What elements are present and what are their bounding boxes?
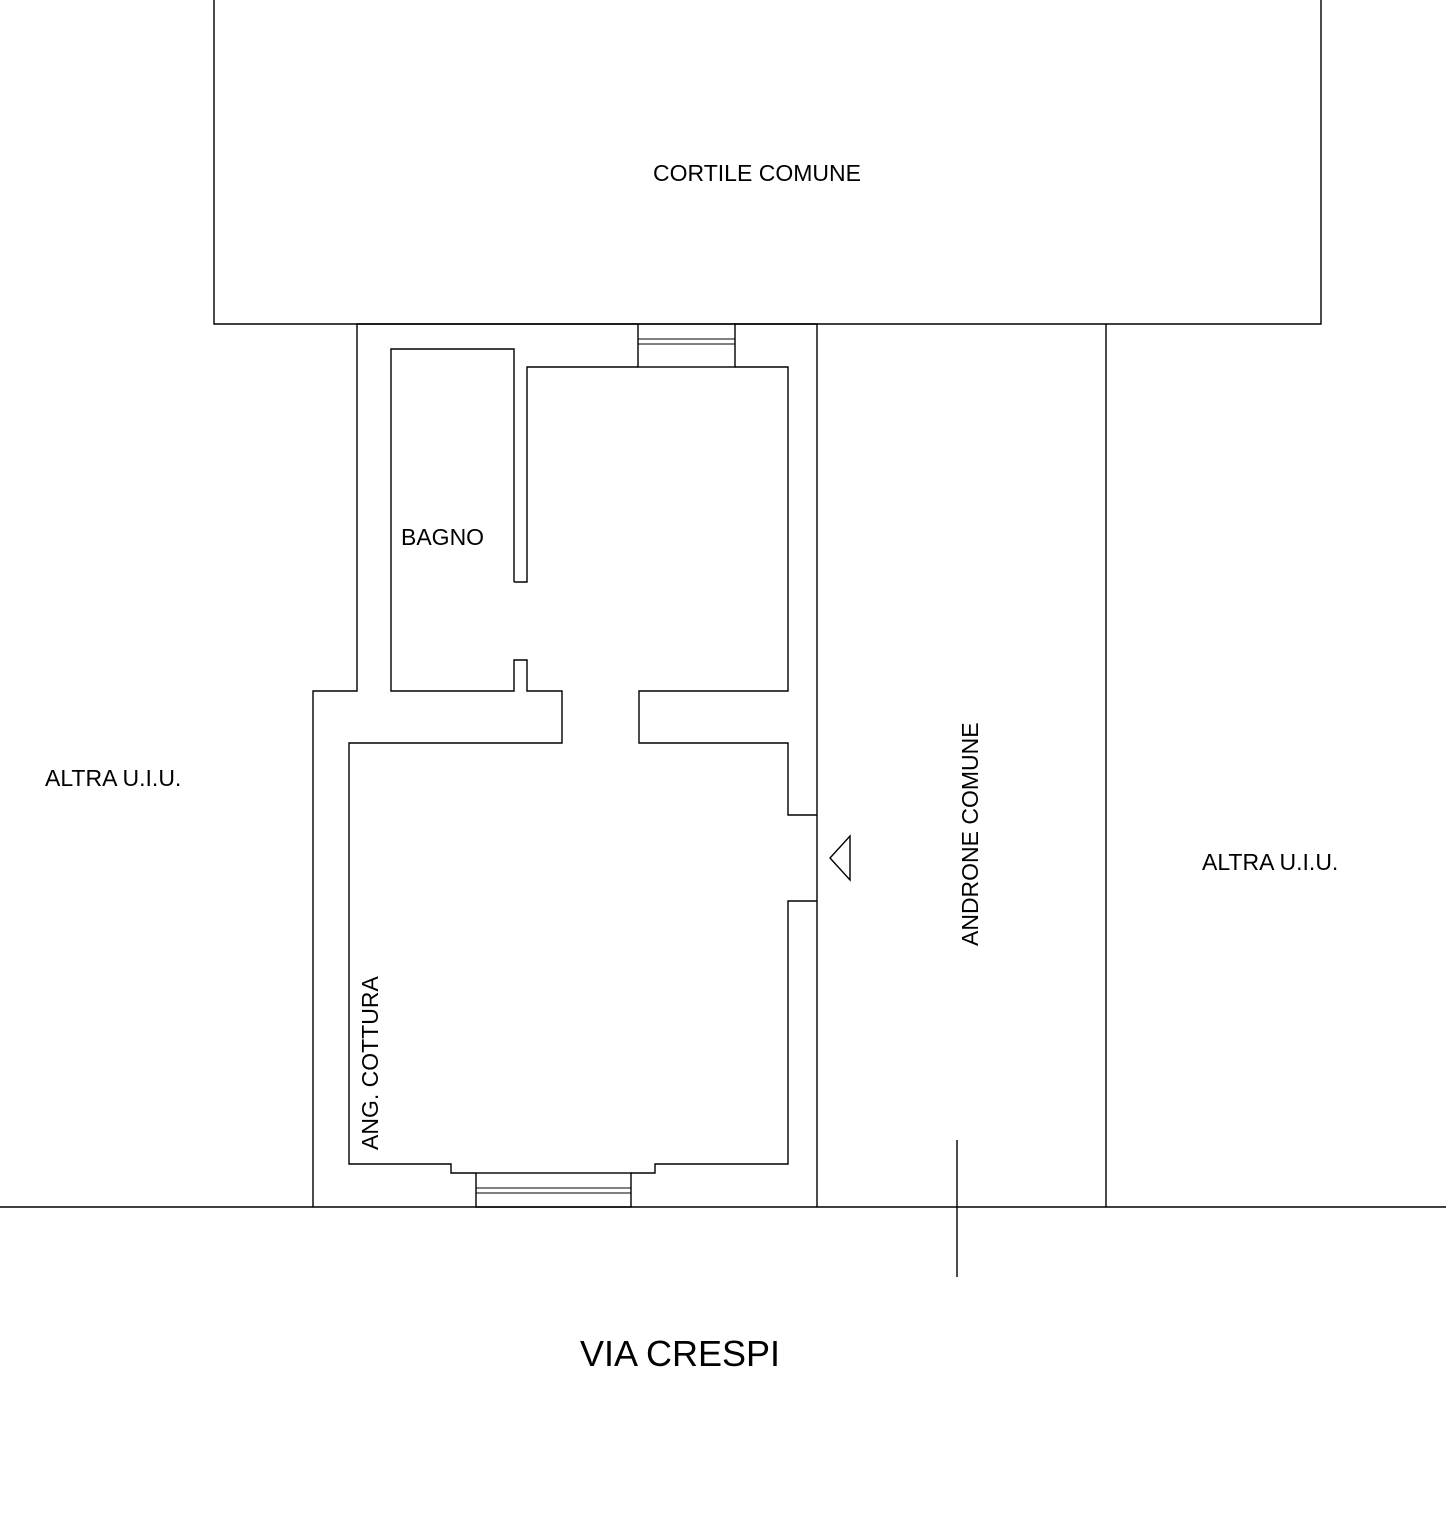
hallway-label: ANDRONE COMUNE	[957, 722, 983, 946]
hallway-area: ANDRONE COMUNE	[956, 324, 1107, 1277]
courtyard-label: CORTILE COMUNE	[653, 160, 861, 186]
triangle-left-icon	[829, 834, 851, 882]
main-room-walls-upper	[638, 366, 817, 816]
courtyard-area: CORTILE COMUNE	[213, 0, 1322, 325]
street-label: VIA CRESPI	[580, 1333, 780, 1374]
main-room: ANG. COTTURA	[357, 366, 817, 1174]
main-room-walls-lower	[631, 900, 817, 1174]
kitchenette-label: ANG. COTTURA	[357, 976, 383, 1150]
bathroom-room: BAGNO	[348, 348, 638, 1174]
bathroom-partition	[514, 366, 638, 583]
bathroom-label: BAGNO	[401, 524, 484, 550]
other-unit-right-label: ALTRA U.I.U.	[1202, 849, 1338, 875]
outer-wall-left	[312, 323, 638, 1207]
unit-outer-walls	[312, 323, 818, 1207]
bottom-window	[475, 1172, 632, 1208]
bathroom-walls	[348, 348, 563, 1174]
outer-wall-right	[735, 323, 818, 1207]
other-unit-left-label: ALTRA U.I.U.	[45, 765, 181, 791]
top-window-frame	[637, 323, 736, 368]
top-window	[637, 323, 736, 368]
bottom-window-frame	[475, 1172, 632, 1208]
